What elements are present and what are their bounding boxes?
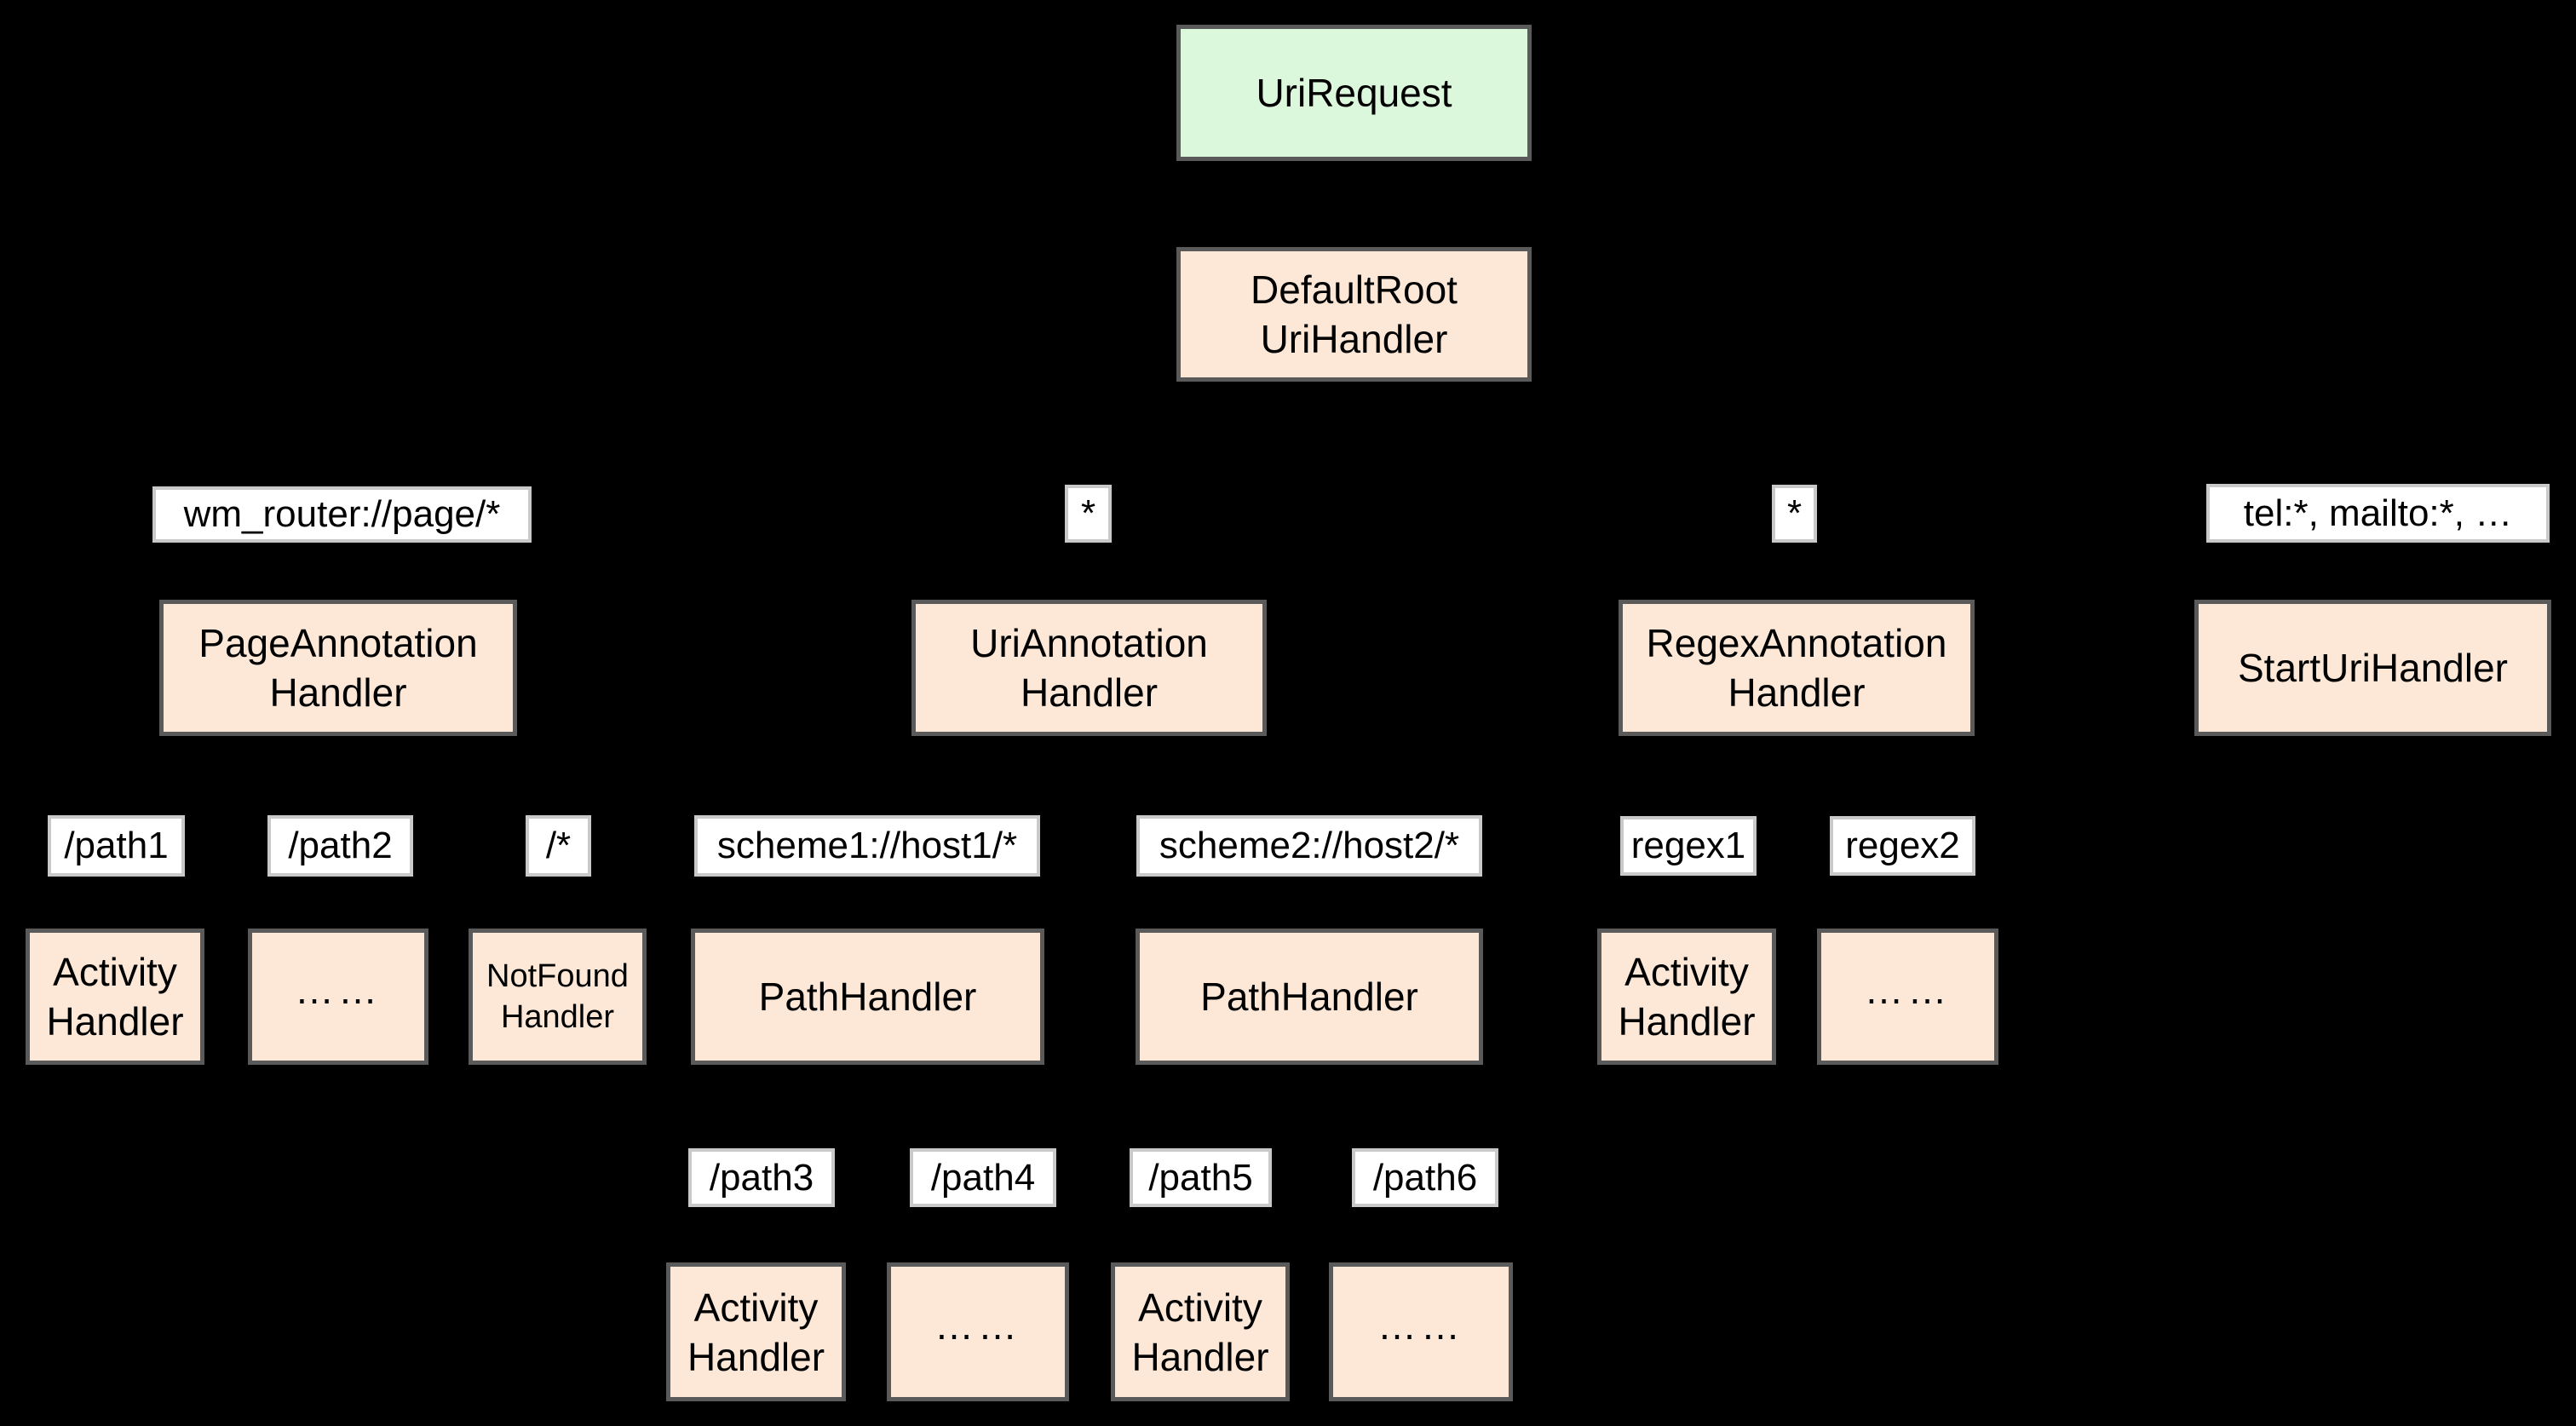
node-activity-handler-3-text: Activity [693, 1285, 819, 1330]
node-not-found-handler-text: NotFound [486, 958, 629, 994]
label-path6-text: /path6 [1372, 1156, 1478, 1199]
label-regex1-text: regex1 [1630, 825, 1746, 866]
label-path2-text: /path2 [288, 825, 393, 866]
label-tel-mailto-text: tel:*, mailto:*, … [2243, 492, 2513, 534]
node-dots-4-text: …… [1377, 1302, 1464, 1348]
label-path1-text: /path1 [64, 825, 169, 866]
node-activity-handler-1-text: Handler [46, 999, 184, 1044]
node-activity-handler-3-text: Handler [687, 1334, 825, 1379]
node-dots-4: …… [1329, 1262, 1513, 1401]
label-path5: /path5 [1130, 1148, 1272, 1207]
node-uri-annotation-handler-text: Handler [1020, 670, 1159, 715]
label-path1: /path1 [48, 815, 185, 877]
label-scheme2-host2: scheme2://host2/* [1136, 815, 1482, 877]
label-regex1: regex1 [1620, 816, 1757, 876]
node-start-uri-handler-text: StartUriHandler [2238, 646, 2508, 690]
node-activity-handler-2-text: Handler [1618, 999, 1756, 1044]
node-dots-1-text: …… [295, 967, 382, 1012]
label-path6: /path6 [1352, 1148, 1498, 1207]
node-dots-2: …… [1817, 929, 1998, 1065]
label-star-2-text: * [1786, 492, 1803, 534]
label-star-1-text: * [1080, 492, 1096, 534]
label-path3-text: /path3 [709, 1156, 814, 1199]
label-regex2-text: regex2 [1845, 825, 1960, 866]
node-page-annotation-handler-text: PageAnnotation [198, 621, 478, 665]
label-scheme2-host2-text: scheme2://host2/* [1159, 825, 1460, 866]
node-urirequest: UriRequest [1176, 25, 1532, 161]
node-default-root-uri-handler-text: DefaultRoot [1251, 267, 1458, 312]
node-path-handler-1: PathHandler [691, 929, 1044, 1065]
node-dots-3: …… [887, 1262, 1069, 1401]
label-star-2: * [1772, 485, 1817, 543]
label-slash-star-text: /* [545, 825, 572, 866]
node-default-root-uri-handler-text: UriHandler [1260, 317, 1448, 361]
node-start-uri-handler: StartUriHandler [2194, 600, 2551, 736]
label-wm-router-page: wm_router://page/* [152, 486, 532, 543]
node-activity-handler-4-text: Activity [1138, 1285, 1262, 1330]
node-regex-annotation-handler-text: RegexAnnotation [1646, 621, 1947, 665]
label-tel-mailto: tel:*, mailto:*, … [2206, 484, 2550, 543]
label-path5-text: /path5 [1148, 1156, 1253, 1199]
node-path-handler-2-text: PathHandler [1200, 975, 1418, 1019]
node-dots-1: …… [248, 929, 428, 1065]
label-star-1: * [1065, 485, 1112, 543]
label-path3: /path3 [688, 1148, 835, 1207]
node-regex-annotation-handler-text: Handler [1728, 670, 1866, 715]
label-path4: /path4 [910, 1148, 1056, 1207]
label-wm-router-page-text: wm_router://page/* [183, 493, 501, 535]
label-path2: /path2 [267, 815, 413, 877]
node-path-handler-2: PathHandler [1136, 929, 1483, 1065]
node-activity-handler-4-text: Handler [1131, 1334, 1269, 1379]
node-activity-handler-2-text: Activity [1624, 950, 1749, 994]
node-page-annotation-handler-text: Handler [269, 670, 407, 715]
label-regex2: regex2 [1830, 816, 1975, 876]
label-slash-star: /* [526, 815, 591, 877]
node-urirequest-text: UriRequest [1256, 71, 1452, 115]
node-dots-3-text: …… [934, 1302, 1021, 1348]
node-path-handler-1-text: PathHandler [758, 975, 977, 1019]
label-scheme1-host1-text: scheme1://host1/* [716, 825, 1018, 866]
node-uri-annotation-handler-text: UriAnnotation [970, 621, 1208, 665]
node-not-found-handler-text: Handler [500, 999, 615, 1035]
node-activity-handler-1-text: Activity [53, 950, 177, 994]
label-path4-text: /path4 [930, 1156, 1036, 1199]
node-dots-2-text: …… [1864, 967, 1952, 1012]
label-scheme1-host1: scheme1://host1/* [694, 815, 1040, 877]
